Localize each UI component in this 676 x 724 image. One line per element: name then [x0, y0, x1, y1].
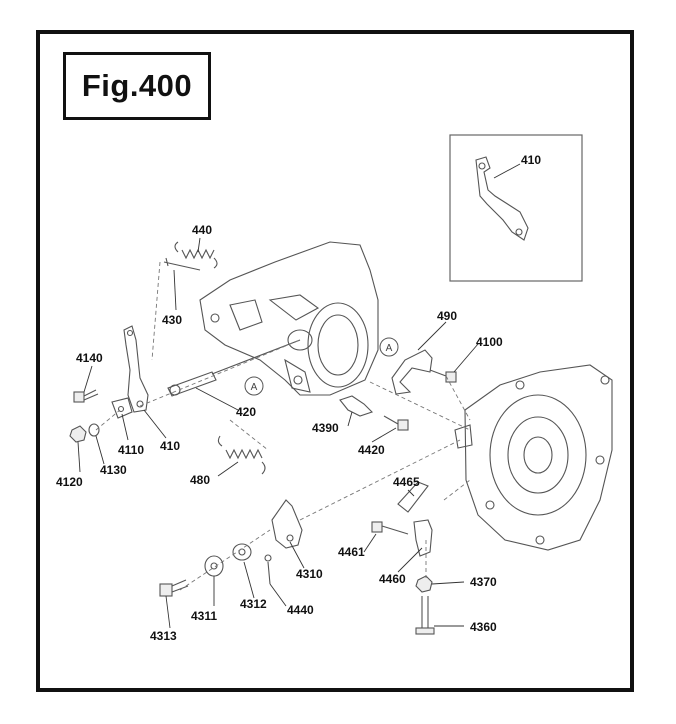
callout-430: 430 [162, 313, 182, 327]
crankcase-left [199, 241, 379, 396]
lever-4310 [271, 499, 303, 549]
bolt-4140 [73, 389, 99, 403]
callout-420: 420 [236, 405, 256, 419]
callout-4465: 4465 [393, 475, 420, 489]
inset-bracket-410 [475, 156, 529, 241]
washer-4130 [88, 423, 100, 437]
callout-4360: 4360 [470, 620, 497, 634]
bolt-4100 [429, 369, 457, 383]
figure-title-box: Fig.400 [63, 52, 211, 120]
callout-4440: 4440 [287, 603, 314, 617]
crankcase-right [454, 364, 613, 551]
callout-4130: 4130 [100, 463, 127, 477]
callout-labels: 410 440 430 490 4100 4140 420 4390 4420 … [56, 153, 541, 643]
callout-4120: 4120 [56, 475, 83, 489]
marker-a2: A [379, 337, 399, 357]
bolt-4420 [383, 415, 409, 431]
rod-430 [163, 257, 201, 271]
callout-4313: 4313 [150, 629, 177, 643]
pin-4440 [264, 554, 272, 585]
figure-title: Fig.400 [81, 68, 193, 103]
bolt-4461 [371, 521, 409, 535]
callout-4460: 4460 [379, 572, 406, 586]
bracket-4110 [111, 397, 133, 419]
callout-4140: 4140 [76, 351, 103, 365]
spring-480 [217, 435, 266, 475]
bracket-490 [391, 349, 433, 395]
callout-490: 490 [437, 309, 457, 323]
svg-text:A: A [386, 343, 393, 354]
callout-4110: 4110 [118, 443, 144, 457]
inset-box [449, 134, 583, 282]
marker-a1: A [244, 376, 264, 396]
assembly-lines [95, 261, 471, 591]
callout-480: 480 [190, 473, 210, 487]
nut-4120 [69, 425, 87, 443]
callout-440: 440 [192, 223, 212, 237]
callout-4390: 4390 [312, 421, 339, 435]
clip-4390 [339, 395, 374, 417]
spring-440 [174, 241, 218, 269]
callout-410: 410 [160, 439, 180, 453]
callout-4312: 4312 [240, 597, 267, 611]
svg-text:A: A [251, 382, 258, 393]
callout-4420: 4420 [358, 443, 385, 457]
callout-4100: 4100 [476, 335, 503, 349]
leader-lines [77, 163, 521, 629]
callout-4311: 4311 [191, 609, 217, 623]
callout-4310: 4310 [296, 567, 323, 581]
diagram-frame [36, 30, 634, 692]
callout-410-inset: 410 [521, 153, 541, 167]
callout-4370: 4370 [470, 575, 497, 589]
bolt-4313 [159, 579, 189, 597]
bolt-4360 [415, 596, 435, 635]
callout-4461: 4461 [338, 545, 365, 559]
washer-4311 [204, 555, 224, 577]
washer-4312 [232, 543, 252, 561]
nut-4370 [415, 575, 433, 593]
lever-410 [123, 325, 149, 413]
gasket-4465 [397, 481, 429, 513]
bracket-4460 [413, 519, 433, 557]
